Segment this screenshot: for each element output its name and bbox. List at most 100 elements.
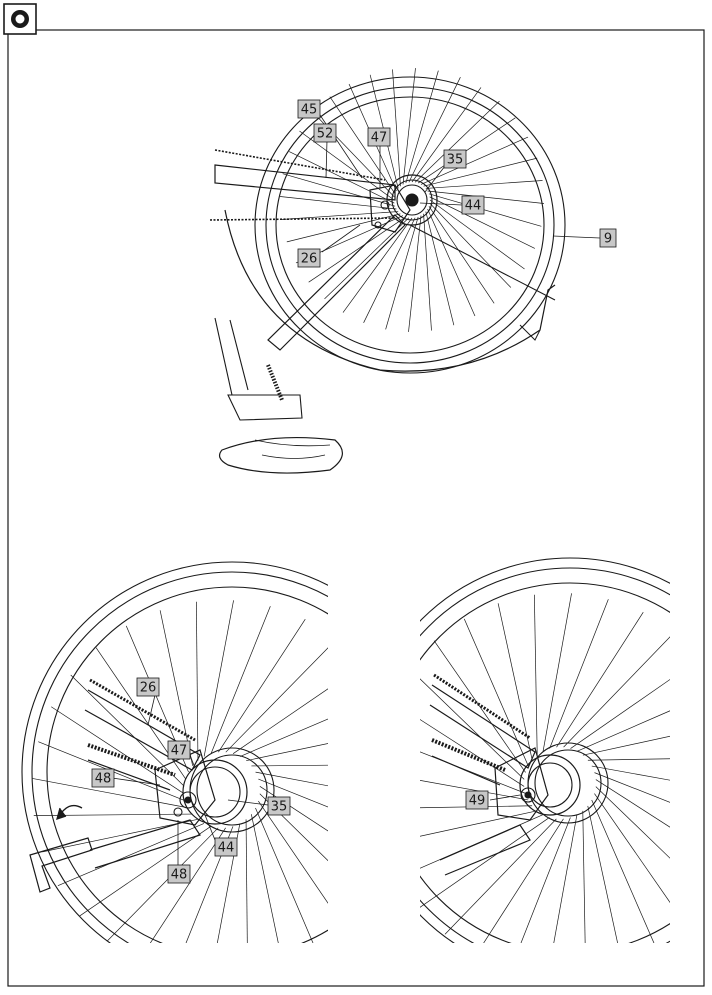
part-label-48b: 48 [167,864,191,884]
circle-target-icon [11,10,29,28]
spoke [308,216,407,283]
spoke [420,780,529,801]
mudguard [224,209,556,372]
spoke [420,678,525,780]
spoke [258,800,328,904]
tire-inner-edge [265,86,555,364]
spoke [595,779,670,828]
part-label-47: 47 [167,740,191,760]
spoke [582,735,670,756]
spoke [433,640,526,773]
spoke [520,817,571,943]
spoke [405,70,439,184]
spoke [225,647,328,753]
spoke [582,810,586,943]
spoke [255,807,314,943]
bottom-left-detail [21,561,328,943]
part-number: 48 [171,868,188,883]
spoke [106,827,219,942]
tire-arc [21,561,328,943]
spoke [542,593,572,752]
spoke [196,601,199,761]
spoke [595,786,670,859]
part-number: 35 [447,153,464,168]
part-label-35: 35 [443,149,467,169]
spoke [576,710,670,752]
top-leader-lines [317,111,601,253]
part-label-47: 47 [367,127,391,147]
spoke [427,208,476,317]
section-icon-box [3,3,37,35]
spoke [425,211,455,326]
spoke [203,600,234,757]
kickstand-strut [267,214,406,351]
spoke [553,814,578,943]
bottom-left-labels: 26 47 48 35 44 48 [91,677,291,884]
spoke [427,190,544,204]
spoke [245,819,248,943]
dropout [369,184,411,233]
br-spokes [420,593,670,943]
rim-arc [46,586,328,943]
spoke [429,202,512,288]
spoke [534,594,538,756]
spoke [420,805,533,809]
spoke [210,606,271,754]
part-number: 44 [465,199,482,214]
part-number: 9 [604,232,612,247]
spoke [414,100,500,183]
spoke [57,823,205,887]
part-label-48a: 48 [91,768,115,788]
spoke [428,205,495,304]
kickstand [214,317,343,474]
part-label-44: 44 [461,195,485,215]
part-number: 49 [469,794,486,809]
spoke [408,77,461,183]
hub-sprocket-35 [386,174,438,226]
spoke [282,173,396,207]
spoke [255,771,328,787]
page-frame [7,29,705,987]
spoke [281,211,399,220]
spoke [329,96,396,195]
spoke [385,216,419,330]
spoke [51,706,185,794]
top-wheel-figure [209,68,601,474]
spoke [444,818,557,935]
part-label-44: 44 [214,837,238,857]
spoke [429,199,525,270]
bottom-right-detail [420,557,670,943]
spoke [250,814,279,943]
chain-upper [214,149,386,181]
spoke [159,610,194,766]
spoke [591,799,655,943]
spoke [342,217,413,313]
part-number: 35 [271,800,288,815]
spoke [556,612,644,748]
part-label-45: 45 [297,99,321,119]
spoke [70,674,185,787]
spoke [587,805,618,943]
spoke [251,764,328,767]
upper-chainstay [214,164,396,201]
spoke [392,69,401,187]
chain-lower [209,217,396,221]
spoke [594,793,670,903]
part-label-26: 26 [136,677,160,697]
spoke [417,117,516,184]
spoke [408,215,422,332]
spoke [239,718,328,757]
part-label-52: 52 [313,123,337,143]
part-number: 44 [218,841,235,856]
spoke [420,719,525,787]
spoke [594,772,670,803]
part-number: 47 [371,131,388,146]
spoke [570,679,670,749]
spoke [425,180,543,189]
spoke [423,213,432,331]
spoke [32,778,189,809]
spoke [79,826,212,917]
bl-spokes [32,600,328,943]
part-label-35: 35 [267,796,291,816]
